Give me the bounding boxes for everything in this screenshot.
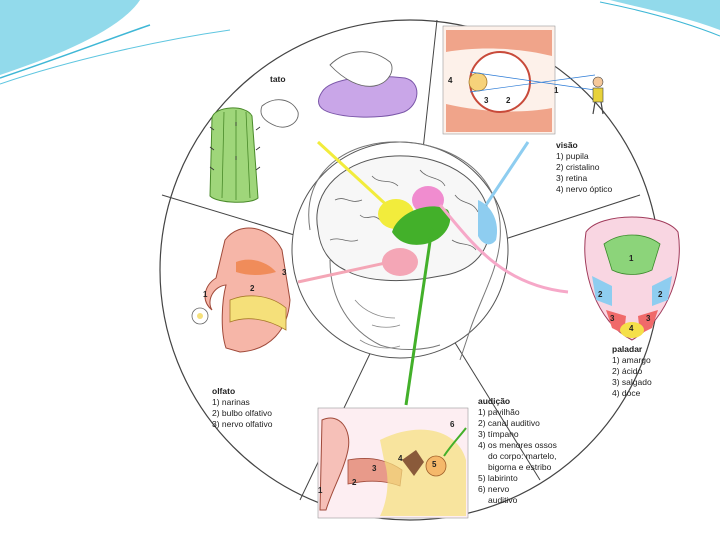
olfato-label: olfato 1) narinas 2) bulbo olfativo 3) n…: [212, 386, 272, 430]
visao-item: 1) pupila: [556, 151, 612, 162]
eye-lens: [469, 73, 487, 91]
olfato-item: 2) bulbo olfativo: [212, 408, 272, 419]
paladar-item: 4) doce: [612, 388, 652, 399]
audicao-marker: 3: [372, 464, 376, 473]
olfato-marker: 3: [282, 268, 286, 277]
audicao-marker: 4: [398, 454, 402, 463]
paladar-item: 2) ácido: [612, 366, 652, 377]
olfato-marker: 2: [250, 284, 254, 293]
audicao-title: audição: [478, 396, 557, 407]
audicao-marker: 5: [432, 460, 436, 469]
audicao-item: do corpo: martelo,: [478, 451, 557, 462]
cactus: [210, 108, 258, 202]
visao-marker: 3: [484, 96, 488, 105]
person-body: [593, 88, 603, 102]
olfato-item: 3) nervo olfativo: [212, 419, 272, 430]
audicao-marker: 2: [352, 478, 356, 487]
flower-center: [197, 313, 203, 319]
person-head: [593, 77, 603, 87]
audicao-item: 2) canal auditivo: [478, 418, 557, 429]
visao-item: 4) nervo óptico: [556, 184, 612, 195]
paladar-marker: 3: [610, 314, 614, 323]
paladar-item: 3) salgado: [612, 377, 652, 388]
paladar-title: paladar: [612, 344, 652, 355]
audicao-marker: 1: [318, 486, 322, 495]
paladar-marker: 1: [629, 254, 633, 263]
tato-title: tato: [270, 74, 286, 85]
audicao-marker: 6: [450, 420, 454, 429]
olfato-item: 1) narinas: [212, 397, 272, 408]
audicao-item: 6) nervo: [478, 484, 557, 495]
audicao-item: auditivo: [478, 495, 557, 506]
visao-title: visão: [556, 140, 612, 151]
paladar-marker: 4: [629, 324, 633, 333]
audicao-item: 3) tímpano: [478, 429, 557, 440]
paladar-label: paladar 1) amargo 2) ácido 3) salgado 4)…: [612, 344, 652, 399]
visao-marker: 4: [448, 76, 452, 85]
paladar-marker: 3: [646, 314, 650, 323]
audicao-item: 5) labirinto: [478, 473, 557, 484]
visao-label: visão 1) pupila 2) cristalino 3) retina …: [556, 140, 612, 195]
audicao-item: bigorna e estribo: [478, 462, 557, 473]
olfato-marker: 1: [203, 290, 207, 299]
paladar-item: 1) amargo: [612, 355, 652, 366]
visao-item: 3) retina: [556, 173, 612, 184]
visao-marker: 1: [554, 86, 558, 95]
audicao-item: 4) os menores ossos: [478, 440, 557, 451]
paladar-marker: 2: [658, 290, 662, 299]
visao-item: 2) cristalino: [556, 162, 612, 173]
visao-marker: 2: [506, 96, 510, 105]
audicao-item: 1) pavilhão: [478, 407, 557, 418]
paladar-marker: 2: [598, 290, 602, 299]
olfato-title: olfato: [212, 386, 272, 397]
audicao-label: audição 1) pavilhão 2) canal auditivo 3)…: [478, 396, 557, 506]
hearing-illustration: [318, 408, 468, 518]
